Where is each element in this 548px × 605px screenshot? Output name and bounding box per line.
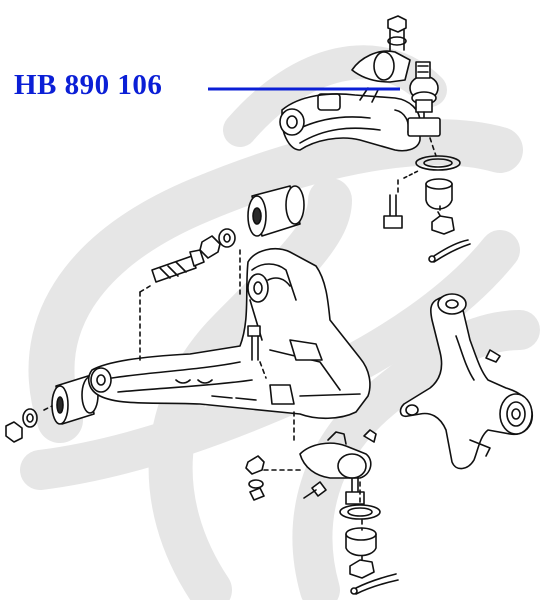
rear-bushing xyxy=(51,375,99,425)
upper-control-arm xyxy=(279,50,421,152)
lower-cotter-pin xyxy=(350,573,399,595)
lower-control-arm xyxy=(87,248,371,420)
assembly-lines-lower xyxy=(43,249,363,563)
rear-washer-nut xyxy=(5,408,38,443)
upper-ball-joint xyxy=(407,61,441,137)
upper-nut-stack xyxy=(387,15,407,51)
lower-bump-stop xyxy=(339,504,381,579)
part-number-label: HB 890 106 xyxy=(14,69,163,101)
front-bolt-nut xyxy=(151,228,236,283)
lower-ball-joint xyxy=(299,429,377,505)
upper-cotter-pin xyxy=(428,239,471,263)
assembly-lines-upper xyxy=(397,137,441,215)
upper-bump-stop xyxy=(415,155,461,235)
upper-mount-bolt xyxy=(383,169,421,229)
lower-ball-joint-hardware xyxy=(245,455,265,501)
front-bushing xyxy=(247,185,305,237)
steering-knuckle xyxy=(399,293,534,470)
line-art xyxy=(5,15,534,595)
lower-arm-stud xyxy=(247,325,261,361)
